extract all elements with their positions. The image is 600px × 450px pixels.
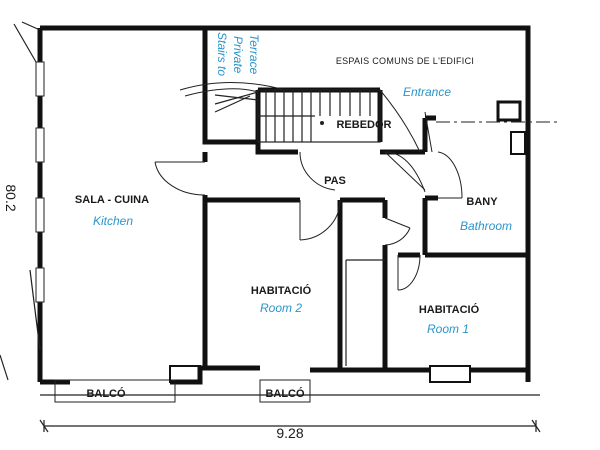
stairs-annotation-2: Private xyxy=(231,36,245,74)
room-2-label: Room 2 xyxy=(260,301,302,315)
balco-left-label: BALCÓ xyxy=(86,387,126,400)
balconies xyxy=(40,365,540,403)
balco-mid-label: BALCÓ xyxy=(265,387,305,400)
pas-label: PAS xyxy=(324,175,346,187)
room-1-label: Room 1 xyxy=(427,322,469,336)
side-dimension-label: 80.2 xyxy=(3,184,19,211)
staircase xyxy=(179,82,381,143)
stairs-line-2: Private xyxy=(231,36,245,74)
common-area-label: ESPAIS COMUNS DE L'EDIFICI xyxy=(336,56,474,66)
habitacio-2-label: HABITACIÓ xyxy=(251,284,312,297)
habitacio-1-label: HABITACIÓ xyxy=(419,303,480,316)
left-exterior-rail xyxy=(0,21,41,381)
left-wall-windows xyxy=(35,61,45,303)
doors xyxy=(154,89,463,291)
bany-label: BANY xyxy=(466,196,498,208)
stairs-line-3: Terrace xyxy=(247,34,261,75)
rebedor-label: REBEDOR xyxy=(336,119,391,131)
stairs-annotation: Stairs to xyxy=(215,32,229,76)
stairs-line-1: Stairs to xyxy=(215,32,229,76)
sala-cuina-label: SALA - CUINA xyxy=(75,194,149,206)
stairs-annotation-3: Terrace xyxy=(247,34,261,75)
bathroom-label: Bathroom xyxy=(460,219,512,233)
width-dimension-label: 9.28 xyxy=(276,425,303,441)
width-dimension xyxy=(39,419,541,433)
entrance-label: Entrance xyxy=(403,85,451,99)
kitchen-label: Kitchen xyxy=(93,214,133,228)
